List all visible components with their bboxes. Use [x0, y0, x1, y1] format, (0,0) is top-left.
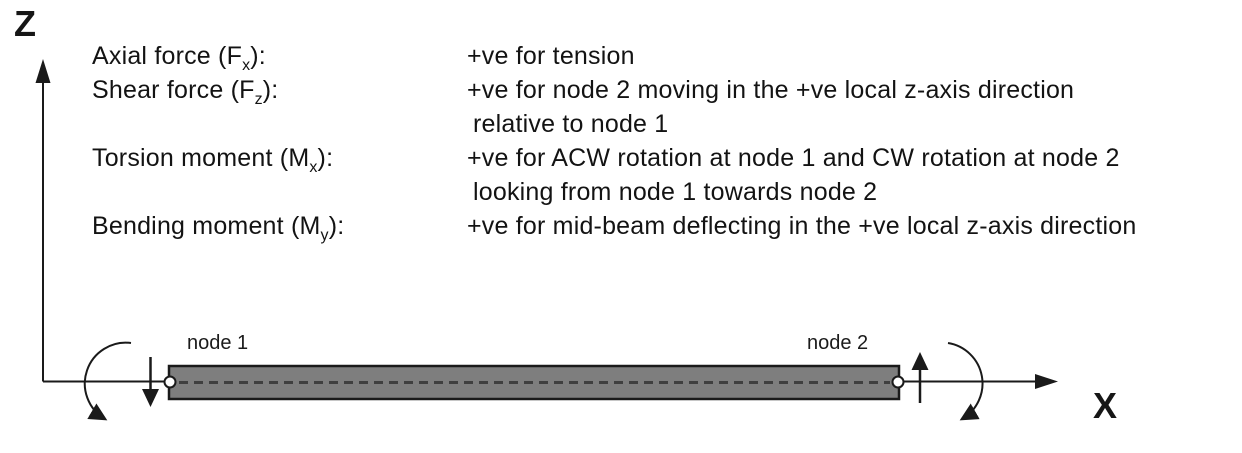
- term-text: ):: [328, 212, 345, 240]
- term-subscript: x: [242, 57, 251, 74]
- term-text: Torsion moment (M: [92, 144, 310, 172]
- convention-desc: looking from node 1 towards node 2: [473, 178, 878, 206]
- convention-row-shear-cont: relative to node 1: [92, 107, 1242, 141]
- convention-row-torsion-cont: looking from node 1 towards node 2: [92, 175, 1242, 209]
- term-subscript: z: [254, 91, 263, 108]
- convention-term: Torsion moment (Mx):: [92, 141, 467, 176]
- convention-desc: +ve for node 2 moving in the +ve local z…: [467, 76, 1075, 104]
- convention-desc: +ve for tension: [467, 42, 635, 70]
- term-text: ):: [262, 76, 279, 104]
- term-text: Axial force (F: [92, 42, 243, 70]
- term-text: ):: [250, 42, 266, 70]
- convention-term: Axial force (Fx):: [92, 39, 467, 74]
- convention-desc: relative to node 1: [473, 110, 669, 138]
- convention-term: Bending moment (My):: [92, 209, 467, 244]
- rotation-arc-node1-icon: [83, 341, 132, 421]
- shear-arrow-node2-up-icon: [911, 352, 929, 370]
- term-subscript: y: [320, 227, 329, 244]
- term-text: Shear force (F: [92, 76, 255, 104]
- convention-desc: +ve for ACW rotation at node 1 and CW ro…: [467, 144, 1120, 172]
- z-axis-arrow-icon: [35, 59, 51, 83]
- convention-row-shear: Shear force (Fz): +ve for node 2 moving …: [92, 73, 1242, 108]
- rotation-arc-node2-icon: [947, 342, 984, 421]
- shear-arrow-node1-down-icon: [142, 389, 159, 407]
- term-subscript: x: [309, 159, 318, 176]
- convention-row-bending: Bending moment (My): +ve for mid-beam de…: [92, 209, 1242, 244]
- z-axis-label: Z: [14, 3, 37, 44]
- node1-label: node 1: [187, 332, 249, 354]
- node1-marker-icon: [163, 375, 177, 389]
- x-axis-label: X: [1093, 385, 1118, 426]
- beam-element: [167, 364, 901, 401]
- x-axis-arrow-icon: [1035, 374, 1058, 389]
- term-text: Bending moment (M: [92, 212, 321, 240]
- convention-row-axial: Axial force (Fx): +ve for tension: [92, 39, 1242, 74]
- convention-row-torsion: Torsion moment (Mx): +ve for ACW rotatio…: [92, 141, 1242, 176]
- convention-desc: +ve for mid-beam deflecting in the +ve l…: [467, 212, 1137, 240]
- term-text: ):: [317, 144, 334, 172]
- convention-term: Shear force (Fz):: [92, 73, 467, 108]
- sign-conventions: Axial force (Fx): +ve for tension Shear …: [92, 39, 1242, 244]
- node2-marker-icon: [891, 375, 905, 389]
- node2-label: node 2: [807, 332, 869, 354]
